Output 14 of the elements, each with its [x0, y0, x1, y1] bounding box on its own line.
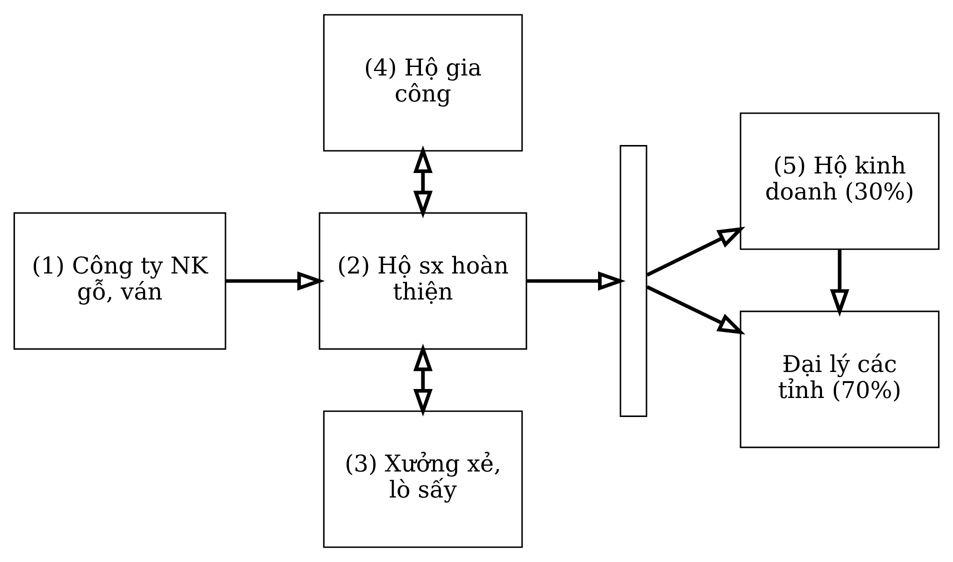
node-box: Đại lý các tỉnh (70%)	[740, 310, 940, 448]
node-box: (1) Công ty NK gỗ, ván	[14, 212, 226, 350]
node-box: (4) Hộ gia công	[323, 14, 523, 152]
node-box: (5) Hộ kinh doanh (30%)	[740, 112, 940, 250]
node-box: (3) Xưởng xẻ, lò sấy	[323, 410, 523, 548]
arrow	[527, 271, 626, 291]
arrow	[413, 145, 433, 218]
node-bar	[620, 145, 648, 417]
arrow	[226, 271, 325, 291]
arrow	[646, 285, 746, 334]
arrow	[413, 344, 433, 417]
arrow	[646, 226, 746, 277]
node-box: (2) Hộ sx hoàn thiện	[318, 212, 528, 350]
arrow	[830, 249, 850, 317]
